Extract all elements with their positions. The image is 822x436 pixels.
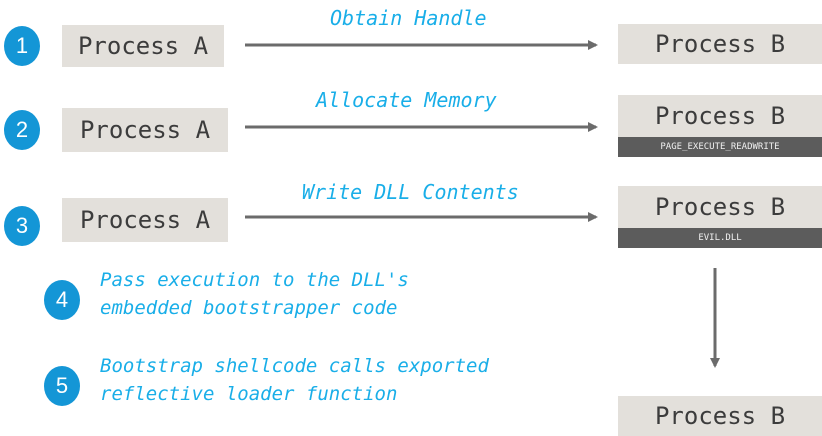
step-4-description: Pass execution to the DLL's embedded boo… xyxy=(100,266,409,322)
step-2-action-label: Allocate Memory xyxy=(316,88,497,112)
step-5-description-line-1: Bootstrap shellcode calls exported xyxy=(100,355,489,377)
step-1-number-badge: 1 xyxy=(4,26,40,66)
step-2-memory-protection-tag: PAGE_EXECUTE_READWRITE xyxy=(618,137,822,157)
step-2-process-b-box: Process B PAGE_EXECUTE_READWRITE xyxy=(618,95,822,157)
step-1-process-b-box: Process B xyxy=(618,24,822,64)
step-3-dll-name-tag: EVIL.DLL xyxy=(618,228,822,248)
step-1-process-a-box: Process A xyxy=(62,25,224,67)
final-process-b-box: Process B xyxy=(618,396,822,436)
step-4-description-line-2: embedded bootstrapper code xyxy=(100,297,398,319)
step-2-number-badge: 2 xyxy=(4,110,40,150)
step-4-description-line-1: Pass execution to the DLL's xyxy=(100,269,409,291)
step-3-action-label: Write DLL Contents xyxy=(302,180,519,204)
step-5-description-line-2: reflective loader function xyxy=(100,383,398,405)
step-3-number-badge: 3 xyxy=(4,206,40,246)
step-4-number-badge: 4 xyxy=(44,280,80,320)
step-5-number-badge: 5 xyxy=(44,366,80,406)
step-5-description: Bootstrap shellcode calls exported refle… xyxy=(100,352,489,408)
step-3-process-b-box: Process B EVIL.DLL xyxy=(618,186,822,248)
step-1-action-label: Obtain Handle xyxy=(330,6,487,30)
step-2-process-a-box: Process A xyxy=(62,108,228,152)
step-3-process-b-label: Process B xyxy=(654,193,786,221)
step-2-process-b-label: Process B xyxy=(654,102,786,130)
step-3-process-a-box: Process A xyxy=(62,198,228,242)
